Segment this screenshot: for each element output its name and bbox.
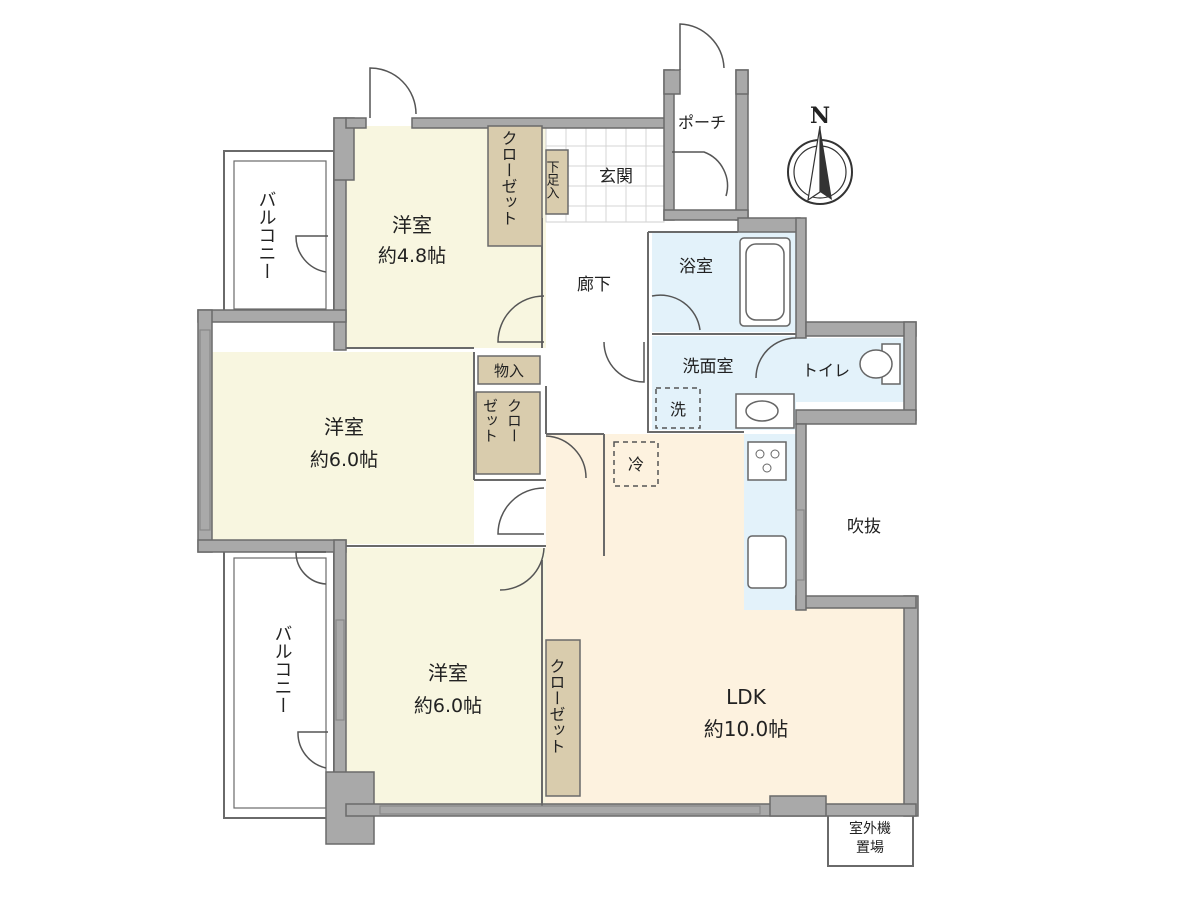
bedroom-a-area: 約4.8帖	[378, 245, 446, 267]
bedroom-b-floor	[212, 352, 474, 544]
closet-b	[475, 391, 541, 475]
closet-c-label: クローゼット	[547, 658, 566, 754]
bedroom-c-floor	[346, 548, 546, 804]
closet-b-label-2: ゼット	[481, 398, 499, 443]
hallway-label: 廊下	[577, 275, 611, 295]
bathtub	[739, 237, 791, 327]
balcony-top	[223, 150, 335, 312]
washroom-label: 洗面室	[683, 357, 734, 377]
compass-label: N	[810, 103, 830, 129]
closet-a	[487, 125, 543, 247]
interior-walls	[346, 218, 796, 806]
kitchen-sink	[747, 535, 787, 589]
toilet-fixture	[859, 343, 901, 385]
bathroom-label: 浴室	[679, 257, 713, 277]
storage-small-label: 物入	[494, 362, 524, 380]
void-floor	[806, 424, 910, 596]
bedroom-a-name: 洋室	[392, 213, 432, 237]
washer-space	[655, 387, 701, 429]
stove	[747, 441, 787, 481]
doors	[295, 23, 797, 769]
bedroom-c-area: 約6.0帖	[414, 695, 482, 717]
ldk-floor	[546, 434, 904, 806]
ldk-area: 約10.0帖	[704, 717, 789, 741]
bedroom-b-name: 洋室	[324, 415, 364, 439]
ac-outdoor-label-2: 置場	[856, 840, 884, 856]
bedroom-b-area: 約6.0帖	[310, 449, 378, 471]
toilet-label: トイレ	[802, 361, 850, 380]
fridge-space	[613, 441, 659, 487]
ac-outdoor-label-1: 室外機	[849, 820, 891, 837]
storage-small	[477, 355, 541, 385]
shoe-box	[545, 149, 569, 215]
bedroom-c-name: 洋室	[428, 661, 468, 685]
windows	[199, 329, 805, 815]
entrance-label: 玄関	[599, 167, 633, 187]
closet-c	[545, 639, 581, 797]
void-label: 吹抜	[847, 517, 881, 537]
compass-icon	[787, 125, 853, 205]
balcony-top-label: バルコニー	[256, 190, 277, 280]
closet-a-label: クローゼット	[499, 130, 518, 226]
washer-label: 洗	[670, 400, 686, 419]
ldk-name: LDK	[726, 685, 767, 709]
wash-basin	[735, 393, 795, 429]
porch-label: ポーチ	[678, 113, 726, 132]
shoe-box-label: 下足入	[544, 160, 560, 199]
walls	[197, 69, 919, 845]
closet-b-label-1: クロー	[505, 398, 523, 443]
fridge-label: 冷	[628, 455, 644, 474]
balcony-bottom-label: バルコニー	[272, 624, 293, 714]
ac-outdoor-area	[827, 809, 914, 867]
